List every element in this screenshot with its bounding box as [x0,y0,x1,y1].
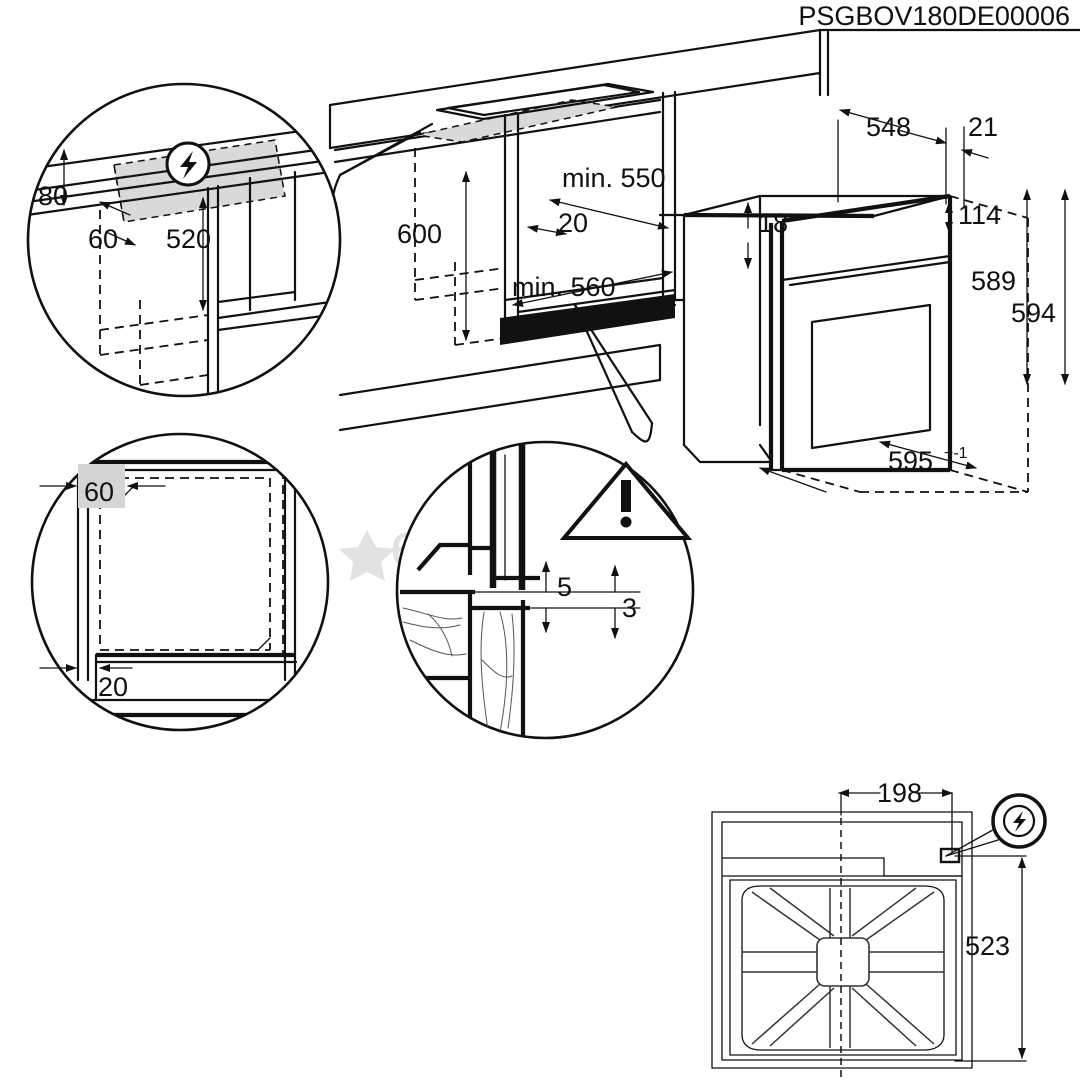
detail-circle-electrical: 80 60 520 [26,82,342,398]
dimension-198: 198 [838,778,953,853]
dimension-min-550: min. 550 [549,163,669,230]
dimension-5-label: 5 [557,572,572,602]
dimension-min-560-label: min. 560 [512,272,616,302]
dimension-20-bottom-label: 20 [98,672,128,702]
detail-circle-worktop-edge: 5 3 [395,440,695,740]
dimension-5: 5 [542,561,572,602]
dimension-min-550-label: min. 550 [562,163,666,193]
dimension-589-label: 589 [971,266,1016,296]
dimension-114-label: 114 [958,200,1001,230]
dimension-520-label: 520 [166,224,211,254]
dimension-548-label: 548 [866,112,911,142]
dimension-80: 80 [38,149,68,211]
dimension-523: 523 [954,855,1027,1062]
dimension-20-cabinet-label: 20 [558,208,588,238]
detail-circle-clearance: 60 20 [30,432,330,732]
dimension-60-bottom-label: 60 [84,477,114,507]
dimension-20-cabinet: 20 [527,208,588,238]
dimension-3-label: 3 [622,593,637,623]
dimension-589: 589 [971,189,1031,385]
cabinet-isometric: 600 min. 550 20 min. 560 [328,28,1080,432]
oven-rear-plan-view: 198 523 [711,778,1047,1078]
oven-isometric: 548 21 18 114 589 [658,108,1069,493]
dimension-595-tolerance: +-1 [944,445,968,462]
dimension-594-label: 594 [1011,298,1056,328]
dimension-60-top-label: 60 [88,224,118,254]
dimension-595: 595 +-1 [759,440,977,493]
dimension-600-label: 600 [397,219,442,249]
drawing-code: PSGBOV180DE00006 [798,1,1070,31]
dimension-21: 21 [961,112,998,209]
star-icon [339,530,395,581]
dimension-18: 18 [744,202,788,269]
dimension-600: 600 [397,171,470,341]
dimension-60-bottom: 60 [39,464,166,508]
dimension-594: 594 [1011,189,1069,385]
dimension-520: 520 [166,197,211,311]
dimension-18-label: 18 [758,208,788,238]
detail-leader-lines [331,122,654,443]
dimension-80-label: 80 [38,181,68,211]
dimension-114: 114 [945,200,1001,233]
dimension-20-bottom: 20 [39,664,133,702]
dimension-548: 548 [837,108,947,205]
dimension-595-label: 595 [888,446,933,476]
center-hub [816,937,870,987]
dimension-523-label: 523 [965,931,1010,961]
dimension-21-label: 21 [968,112,998,142]
dimension-198-label: 198 [877,778,922,808]
lightning-bolt-icon-rear [945,793,1047,857]
dimension-60-top: 60 [88,201,136,254]
dimension-min-560: min. 560 [512,270,673,307]
warning-triangle-icon [559,460,693,540]
dimension-3: 3 [542,565,637,639]
lightning-bolt-icon [165,141,211,187]
